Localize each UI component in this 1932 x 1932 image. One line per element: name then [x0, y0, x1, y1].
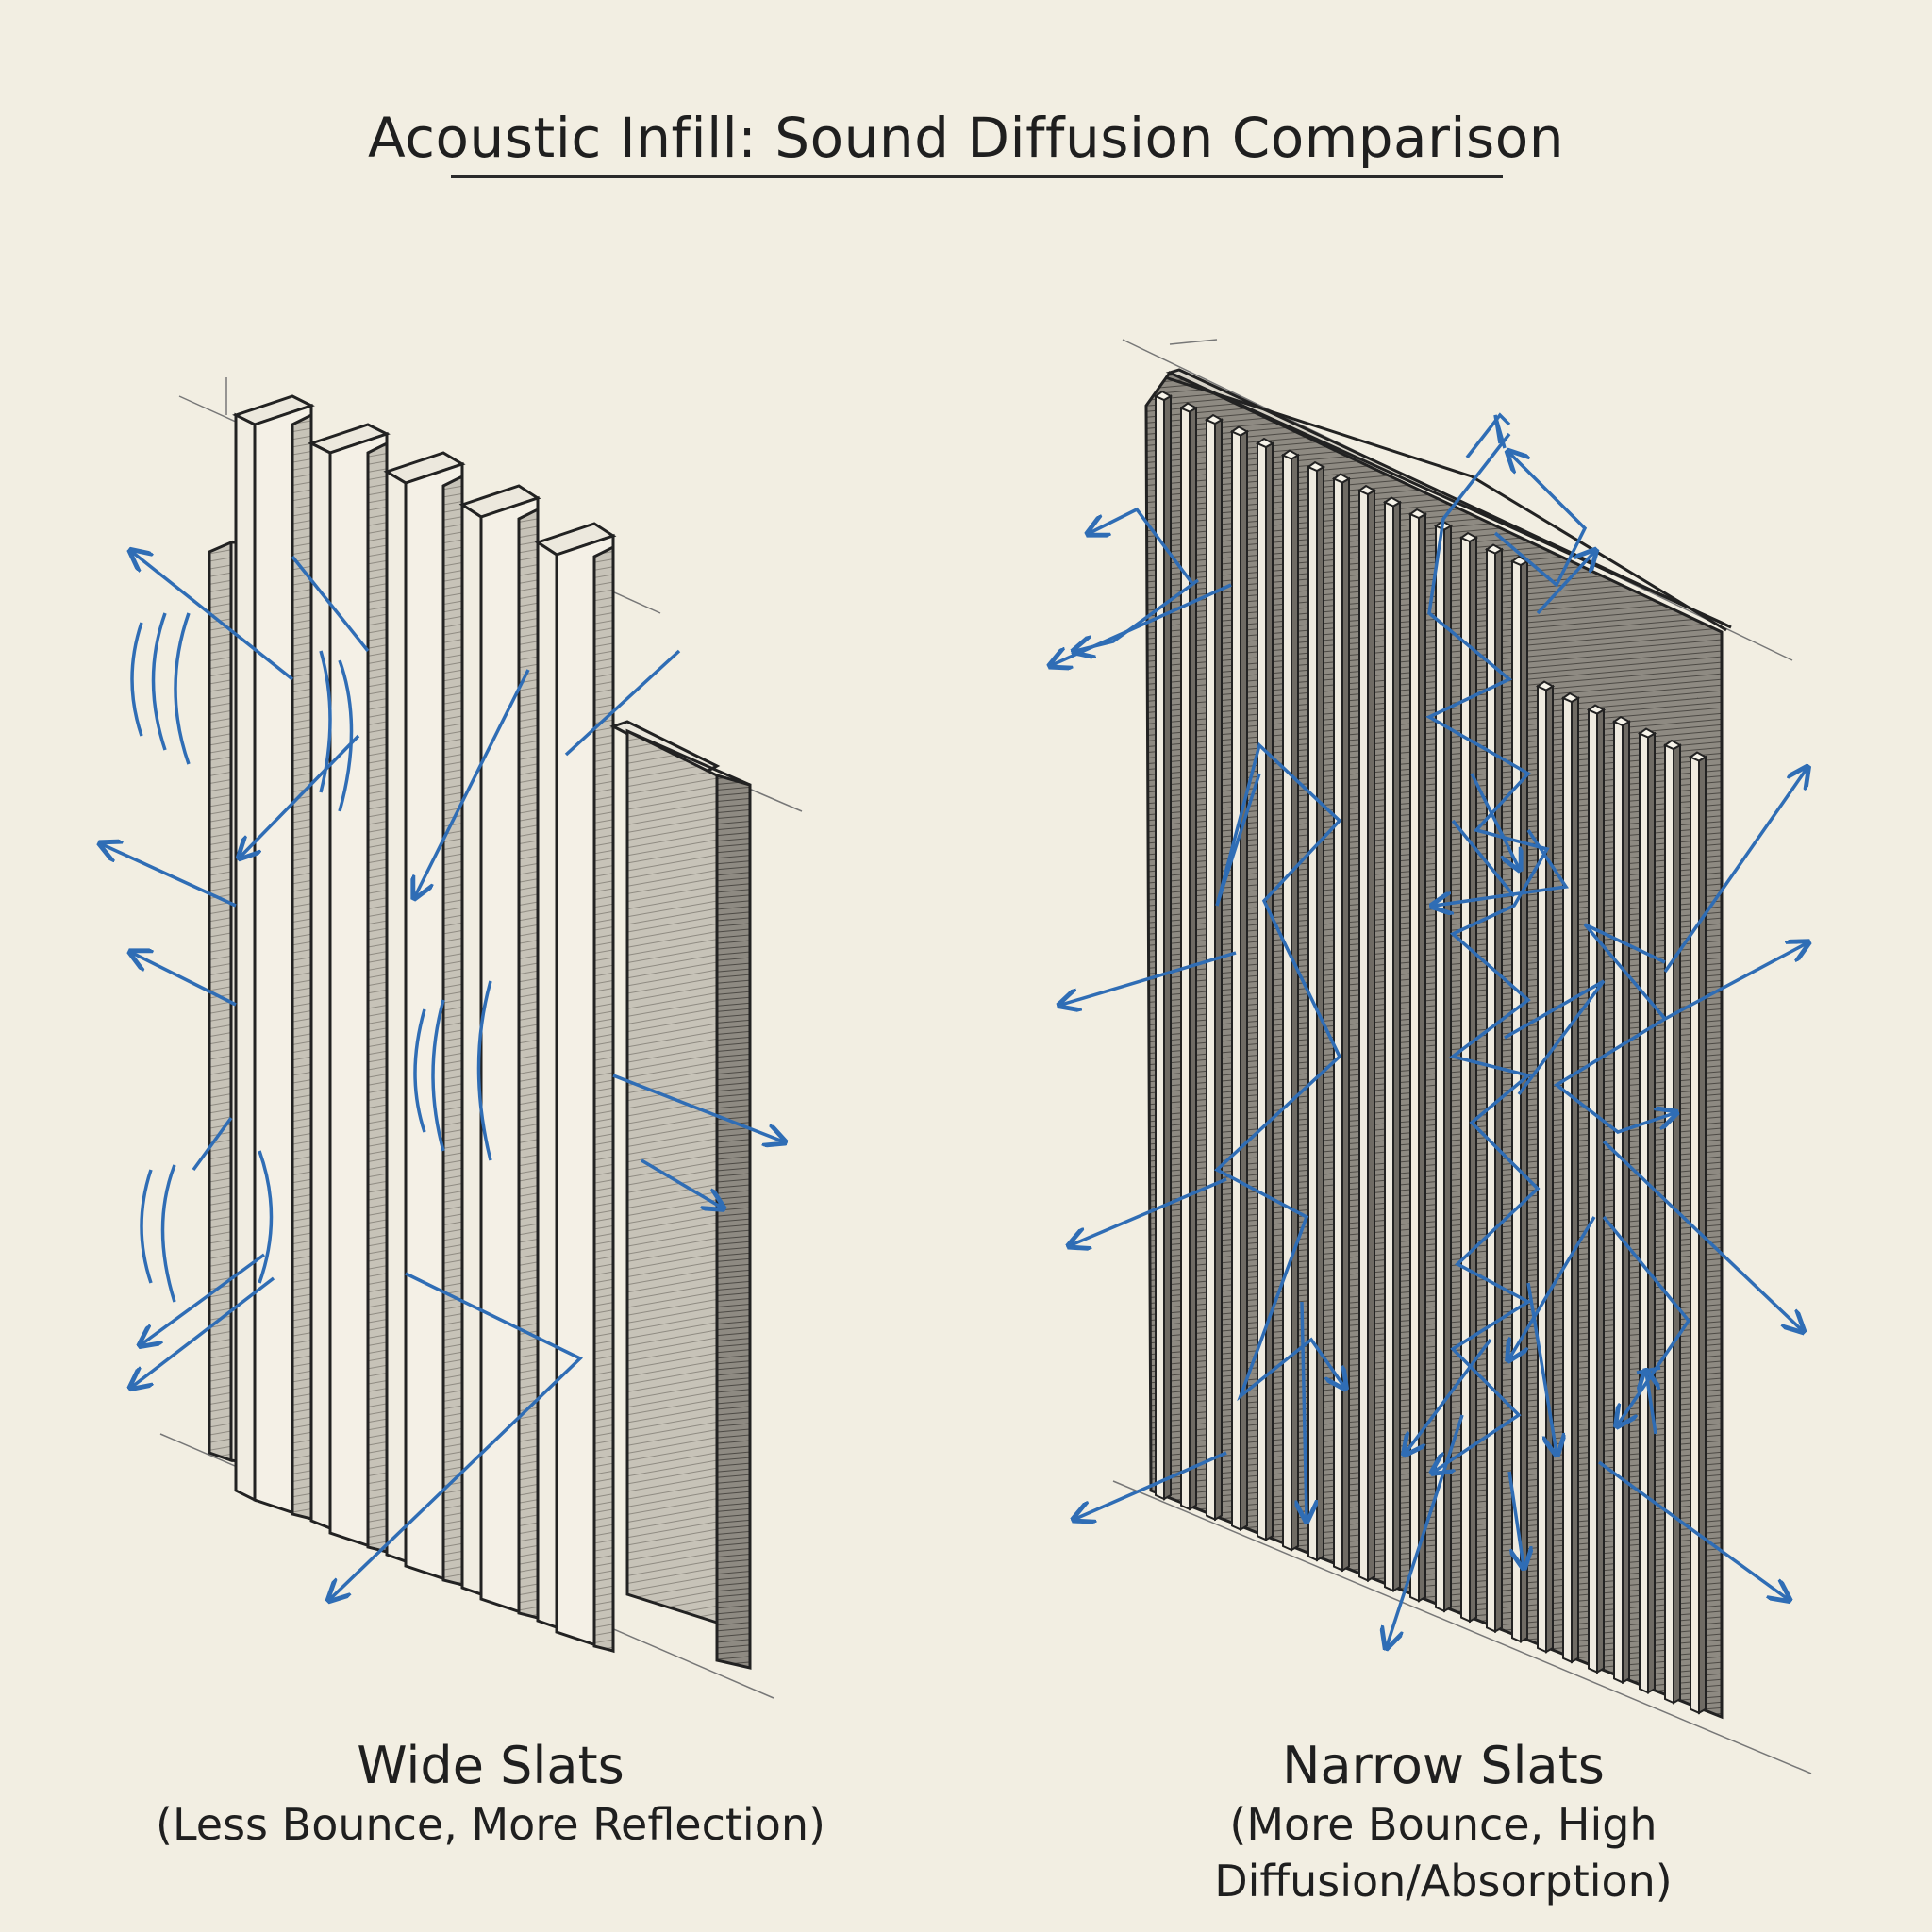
narrow-slat-sound-waves: [1052, 412, 1807, 1646]
wide-slat-5: [458, 484, 541, 1621]
wide-slat-6: [534, 522, 617, 1654]
wide-slat-sound-waves: [102, 552, 783, 1599]
narrow-slat: [1637, 727, 1657, 1694]
narrow-slat: [1280, 449, 1301, 1552]
wide-slat-4: [383, 451, 466, 1588]
narrow-slats-caption: Narrow Slats (More Bounce, High Diffusio…: [1038, 1736, 1849, 1909]
narrow-slat: [1382, 496, 1403, 1592]
narrow-slat: [1586, 704, 1607, 1674]
narrow-slat: [1229, 425, 1250, 1532]
narrow-slats-label: Narrow Slats: [1282, 1736, 1605, 1795]
narrow-slat: [1509, 555, 1530, 1643]
narrow-slat: [1255, 437, 1275, 1541]
wide-slats-note: (Less Bounce, More Reflection): [156, 1799, 825, 1850]
narrow-slat: [1535, 680, 1556, 1654]
narrow-slat: [1204, 413, 1224, 1522]
narrow-slat: [1331, 473, 1352, 1573]
wide-slat-panel: [159, 377, 803, 1699]
narrow-slats-note: (More Bounce, High Diffusion/Absorption): [1214, 1799, 1673, 1907]
narrow-slat: [1458, 531, 1479, 1624]
wide-slat-3: [308, 423, 391, 1555]
wide-slat-2: [232, 394, 315, 1522]
narrow-slat-array: [1153, 390, 1708, 1715]
narrow-slat: [1433, 520, 1454, 1613]
narrow-slat: [1407, 508, 1428, 1603]
diagram-title: Acoustic Infill: Sound Diffusion Compari…: [367, 106, 1565, 170]
wave-arc: [130, 622, 143, 737]
wide-slats-caption: Wide Slats (Less Bounce, More Reflection…: [142, 1736, 840, 1853]
narrow-slat: [1153, 390, 1174, 1501]
wide-slat-7: [609, 720, 752, 1670]
narrow-slat: [1484, 543, 1505, 1634]
narrow-slat: [1357, 484, 1377, 1583]
narrow-slat: [1178, 402, 1199, 1511]
narrow-slat: [1560, 691, 1581, 1664]
narrow-slat: [1611, 715, 1632, 1685]
narrow-slat: [1662, 739, 1683, 1705]
title-underline: [451, 175, 1503, 178]
wide-slats-label: Wide Slats: [357, 1736, 625, 1795]
